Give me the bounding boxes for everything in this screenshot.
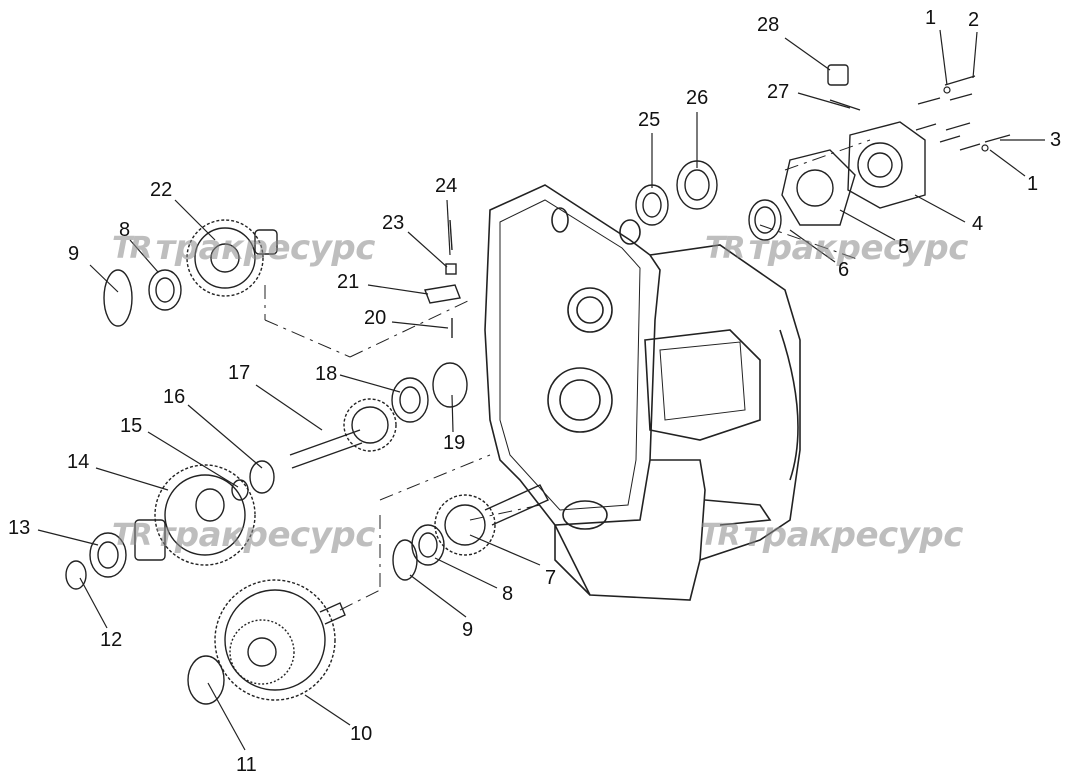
- callout-label: 10: [350, 723, 373, 745]
- leader-lines: [37, 29, 1045, 751]
- watermark: TR тракресурс: [112, 515, 375, 555]
- callout-label: 8: [119, 219, 131, 241]
- callout-label: 27: [767, 81, 790, 103]
- watermark-logo: TR: [705, 230, 746, 266]
- callout-label: 26: [686, 87, 709, 109]
- callout-label: 7: [545, 567, 557, 589]
- watermark-text: тракресурс: [155, 515, 376, 555]
- watermark-logo: TR: [112, 230, 153, 266]
- callout-label: 12: [100, 629, 123, 651]
- callout-label: 8: [502, 583, 514, 605]
- gear-22-group: [103, 219, 278, 327]
- callout-label: 20: [364, 307, 387, 329]
- pump-assembly: [748, 121, 926, 241]
- callout-label: 1: [1027, 173, 1039, 195]
- gearbox-housing: [484, 184, 801, 601]
- callout-label: 11: [236, 754, 257, 776]
- callout-label: 16: [163, 386, 186, 408]
- callout-label: 17: [228, 362, 251, 384]
- callout-label: 2: [968, 9, 980, 31]
- callout-label: 9: [462, 619, 474, 641]
- callout-label: 24: [435, 175, 458, 197]
- callout-label: 9: [68, 243, 80, 265]
- gear-14-group: [65, 464, 256, 590]
- watermark-text: тракресурс: [155, 228, 376, 268]
- callout-label: 6: [838, 259, 850, 281]
- gear-10-group: [187, 579, 346, 705]
- bolt-set: [915, 75, 1011, 152]
- callout-label: 15: [120, 415, 143, 437]
- callout-label: 22: [150, 179, 173, 201]
- watermark-logo: TR: [112, 517, 153, 553]
- callout-label: 18: [315, 363, 338, 385]
- watermark: TR тракресурс: [700, 515, 963, 555]
- callout-label: 13: [8, 517, 31, 539]
- callout-label: 23: [382, 212, 405, 234]
- watermark: TR тракресурс: [705, 228, 968, 268]
- callout-label: 1: [925, 7, 937, 29]
- shaft-7-group: [392, 484, 549, 581]
- callout-label: 5: [898, 236, 910, 258]
- callout-label: 4: [972, 213, 984, 235]
- callout-label: 25: [638, 109, 661, 131]
- callout-label: 3: [1050, 129, 1062, 151]
- assembly-axis-lines: [264, 139, 871, 611]
- shaft-17-group: [231, 362, 468, 501]
- callout-label: 28: [757, 14, 780, 36]
- seal-rings: [635, 160, 718, 226]
- watermark-logo: TR: [700, 517, 741, 553]
- callout-label: 19: [443, 432, 466, 454]
- callout-label: 21: [337, 271, 360, 293]
- bracket-parts: [424, 219, 461, 338]
- watermark-text: тракресурс: [748, 228, 969, 268]
- watermark-text: тракресурс: [743, 515, 964, 555]
- callout-label: 14: [67, 451, 90, 473]
- plug-and-washer: [827, 64, 861, 111]
- watermark: TR тракресурс: [112, 228, 375, 268]
